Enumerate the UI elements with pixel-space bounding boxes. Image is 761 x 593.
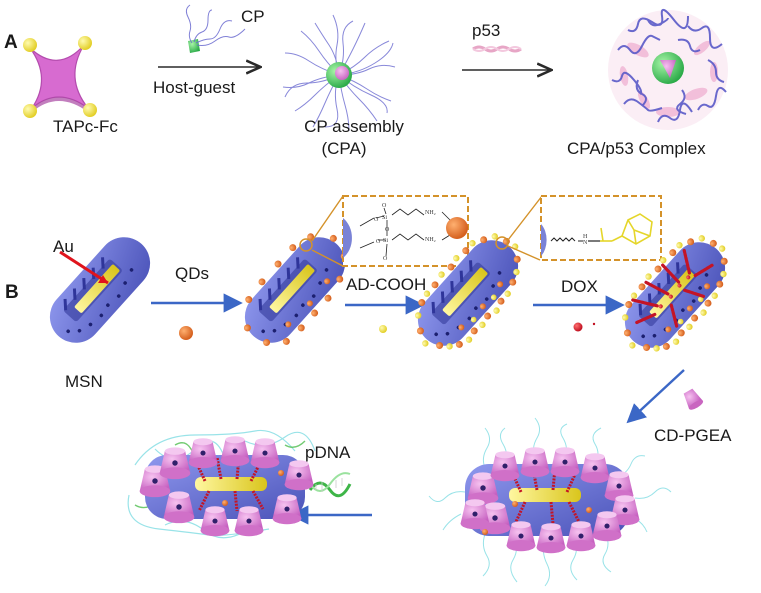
panel-b-letter: B [5, 282, 19, 303]
label-cp-assembly: CP assembly [304, 117, 404, 136]
label-au: Au [53, 237, 74, 256]
qd-particle [179, 326, 193, 340]
svg-text:O: O [385, 227, 390, 233]
svg-text:NH₂: NH₂ [425, 237, 436, 243]
label-cd-pgea: CD-PGEA [654, 426, 732, 445]
svg-text:Si: Si [382, 215, 387, 221]
cd-pgea-cone [683, 388, 704, 410]
svg-text:H: H [583, 234, 588, 240]
label-cpa: (CPA) [321, 139, 367, 158]
label-p53: p53 [472, 21, 501, 40]
final-complex [127, 429, 316, 539]
svg-text:O: O [376, 239, 381, 245]
cp-polymer [185, 4, 246, 53]
ad-particle [379, 325, 387, 333]
label-qds: QDs [175, 264, 209, 283]
tapc-fc-molecule [23, 36, 97, 118]
label-pdna: pDNA [305, 443, 351, 462]
svg-text:O: O [374, 217, 379, 223]
label-msn: MSN [65, 372, 103, 391]
svg-text:O: O [383, 256, 388, 262]
cd-pgea-arrow [626, 369, 685, 424]
svg-text:O: O [382, 203, 387, 209]
p53-protein [472, 45, 522, 53]
svg-text:NH₂: NH₂ [425, 210, 436, 216]
label-dox: DOX [561, 277, 598, 296]
panel-a-letter: A [4, 32, 18, 53]
au-pointer-arrow [59, 250, 109, 285]
cpa-p53-complex [608, 9, 728, 130]
msn-cd-pgea-rod [428, 417, 672, 587]
label-host-guest: Host-guest [153, 78, 236, 97]
label-cpa-p53-complex: CPA/p53 Complex [567, 139, 706, 158]
svg-text:N: N [583, 240, 588, 246]
dox-particle [573, 322, 583, 332]
label-cp: CP [241, 7, 265, 26]
cpa-assembly [282, 14, 396, 132]
label-ad-cooh: AD-COOH [346, 275, 427, 294]
label-tapc-fc: TAPc-Fc [53, 117, 118, 136]
svg-text:Si: Si [383, 238, 388, 244]
pdna-helix [308, 472, 352, 498]
